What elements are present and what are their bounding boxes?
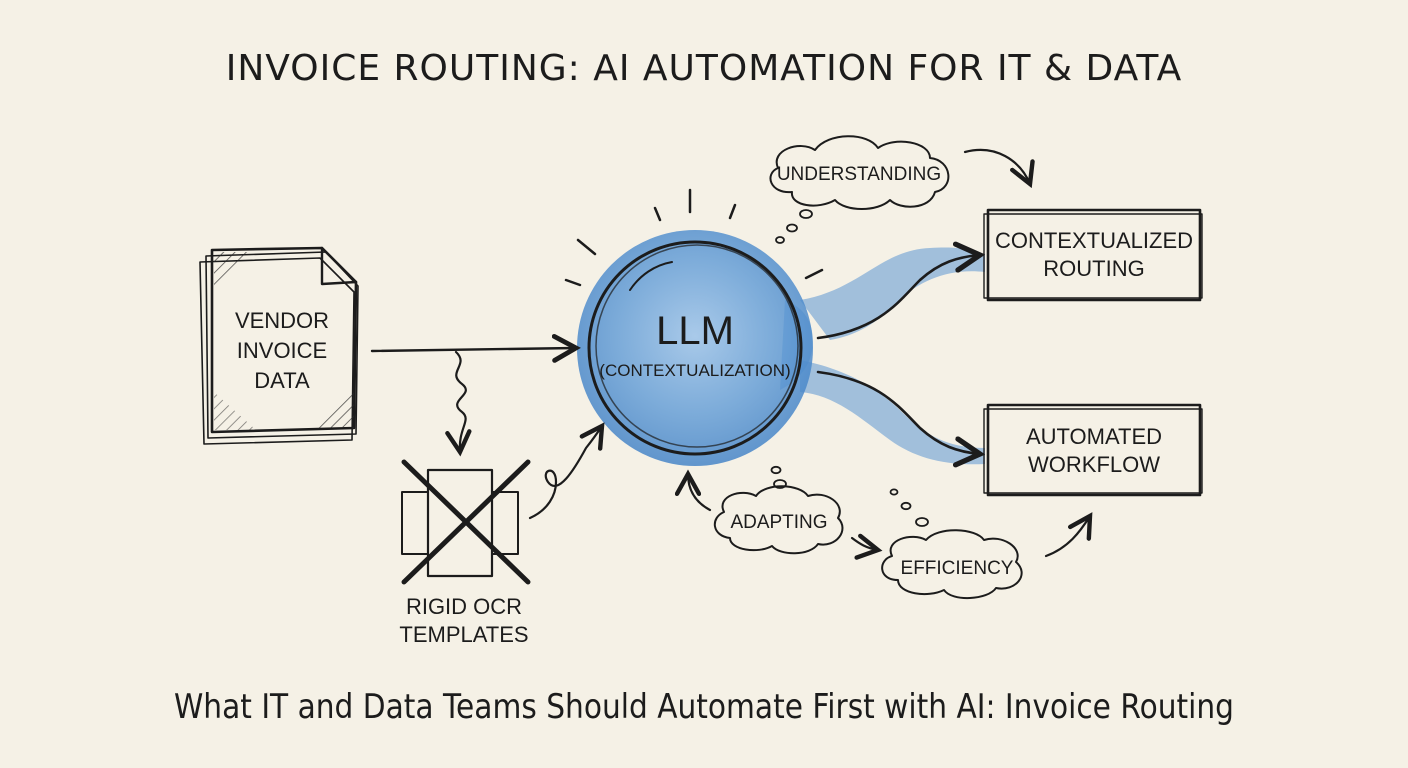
arrow-llm-to-automated-workflow — [816, 370, 980, 454]
vendor-invoice-document: VENDOR INVOICE DATA — [199, 246, 359, 445]
automated-workflow-label-line-2: WORKFLOW — [1028, 452, 1160, 477]
llm-circle-outline — [587, 240, 803, 456]
llm-highlight-stroke — [629, 261, 673, 291]
arrow-llm-to-contextualized-routing — [816, 255, 980, 340]
vendor-invoice-label-line-3: DATA — [254, 368, 310, 393]
adapting-label: ADAPTING — [730, 512, 827, 533]
arrow-efficiency-to-workflow — [1044, 516, 1090, 558]
thought-dot — [786, 223, 798, 233]
vendor-invoice-label-line-2: INVOICE — [237, 338, 327, 363]
llm-label: LLM — [656, 309, 734, 353]
llm-subtitle: (CONTEXTUALIZATION) — [599, 361, 790, 380]
thought-dot — [775, 236, 785, 244]
automated-workflow-label-line-1: AUTOMATED — [1026, 424, 1162, 449]
document-fold — [320, 246, 358, 286]
contextualized-routing-label-line-1: CONTEXTUALIZED — [995, 228, 1193, 253]
cross-out-line-2 — [401, 459, 531, 585]
arrow-ocr-to-llm — [528, 426, 602, 520]
thought-dot — [900, 501, 912, 511]
contextualized-routing-label-line-2: ROUTING — [1043, 256, 1144, 281]
efficiency-thought-bubble: EFFICIENCY — [881, 488, 1090, 600]
llm-watercolor-fill — [577, 230, 813, 466]
arrow-adapting-to-efficiency — [850, 538, 878, 550]
efficiency-label: EFFICIENCY — [901, 558, 1014, 579]
contextualized-routing-box: CONTEXTUALIZED ROUTING — [983, 208, 1203, 302]
adapting-thought-bubble: ADAPTING — [688, 465, 878, 553]
document-front-page — [210, 246, 358, 434]
thought-dot — [770, 465, 782, 475]
automated-workflow-box: AUTOMATED WORKFLOW — [983, 403, 1203, 497]
understanding-label: UNDERSTANDING — [777, 164, 941, 185]
llm-node: LLM (CONTEXTUALIZATION) — [577, 230, 813, 466]
vendor-invoice-label-line-1: VENDOR — [235, 308, 329, 333]
arrow-adapting-to-llm — [688, 474, 712, 512]
llm-rays — [564, 188, 824, 287]
thought-dot — [799, 209, 813, 219]
ocr-template-left-tab — [401, 491, 429, 555]
arrow-squiggle-to-ocr — [456, 350, 466, 452]
ocr-template-right-tab — [491, 491, 519, 555]
rigid-ocr-label-line-2: TEMPLATES — [399, 622, 528, 647]
rigid-ocr-label-line-1: RIGID OCR — [406, 594, 522, 619]
page-title: INVOICE ROUTING: AI AUTOMATION FOR IT & … — [226, 48, 1183, 89]
rigid-ocr-templates: RIGID OCR TEMPLATES — [399, 459, 531, 647]
thought-dot — [773, 479, 787, 489]
thought-dot — [915, 517, 929, 527]
ocr-template-block — [426, 468, 494, 578]
llm-circle-inner-outline — [595, 244, 799, 448]
thought-dot — [889, 488, 899, 496]
arrow-understanding-to-routing — [963, 148, 1030, 184]
bottom-caption: What IT and Data Teams Should Automate F… — [174, 687, 1234, 727]
understanding-thought-bubble: UNDERSTANDING — [769, 135, 1030, 244]
arrow-invoice-to-llm — [370, 348, 576, 351]
